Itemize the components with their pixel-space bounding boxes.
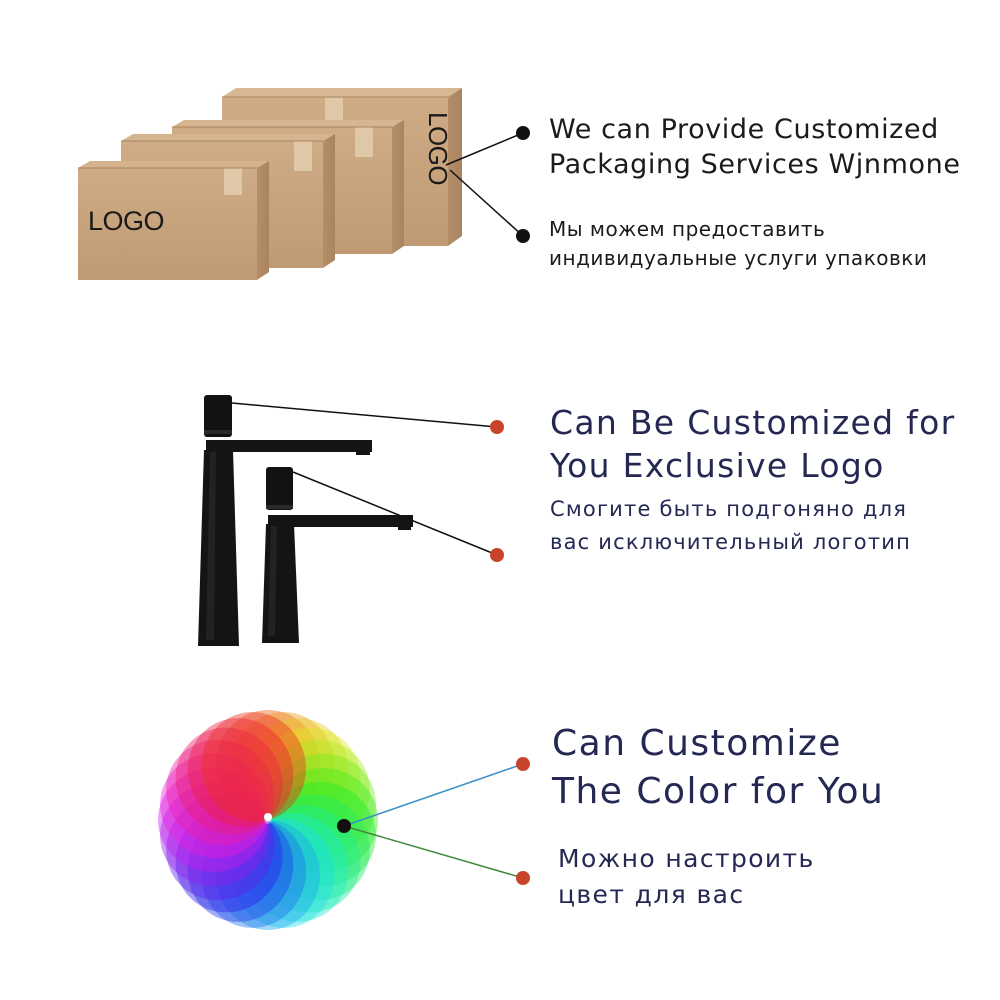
color-subtitle-line-1: Можно настроить — [558, 844, 815, 873]
black-faucets-illustration — [198, 395, 504, 646]
packaging-title: We can Provide Customized Packaging Serv… — [549, 112, 961, 182]
color-title-line-2: The Color for You — [552, 771, 885, 812]
callout-dot — [516, 126, 530, 140]
logo-subtitle-line-1: Смогите быть подгоняно для — [550, 497, 908, 521]
box-side-logo: LOGO — [423, 112, 453, 185]
callout-line — [231, 402, 498, 428]
tall-faucet — [198, 395, 372, 646]
logo-title-line-1: Can Be Customized for — [550, 403, 956, 442]
callout-line — [445, 132, 524, 166]
callout-dot — [490, 548, 504, 562]
packaging-subtitle-line-1: Мы можем предоставить — [549, 217, 826, 241]
color-customization-subtitle: Можно настроить цвет для вас — [558, 841, 815, 913]
packaging-subtitle: Мы можем предоставить индивидуальные усл… — [549, 215, 927, 273]
color-title-line-1: Can Customize — [552, 723, 842, 764]
packaging-title-line-1: We can Provide Customized — [549, 114, 939, 145]
callout-dot — [516, 871, 530, 885]
callout-line — [292, 471, 498, 556]
cardboard-box-small — [78, 161, 269, 280]
short-faucet — [262, 467, 413, 643]
callout-dot — [516, 229, 530, 243]
callout-line — [449, 169, 524, 237]
callout-dot — [337, 819, 351, 833]
packaging-subtitle-line-2: индивидуальные услуги упаковки — [549, 246, 928, 270]
logo-title-line-2: You Exclusive Logo — [550, 446, 885, 485]
color-subtitle-line-2: цвет для вас — [558, 880, 745, 909]
color-customization-title: Can Customize The Color for You — [552, 720, 884, 816]
callout-dot — [490, 420, 504, 434]
cardboard-boxes-illustration: LOGO LOGO — [78, 88, 530, 280]
box-front-logo: LOGO — [88, 206, 164, 236]
logo-customization-subtitle: Смогите быть подгоняно для вас исключите… — [550, 493, 911, 559]
logo-customization-title: Can Be Customized for You Exclusive Logo — [550, 401, 955, 487]
callout-dot — [516, 757, 530, 771]
callout-line-green — [343, 825, 524, 879]
callout-line-blue — [343, 763, 524, 827]
logo-subtitle-line-2: вас исключительный логотип — [550, 530, 912, 554]
packaging-title-line-2: Packaging Services Wjnmone — [549, 149, 961, 180]
